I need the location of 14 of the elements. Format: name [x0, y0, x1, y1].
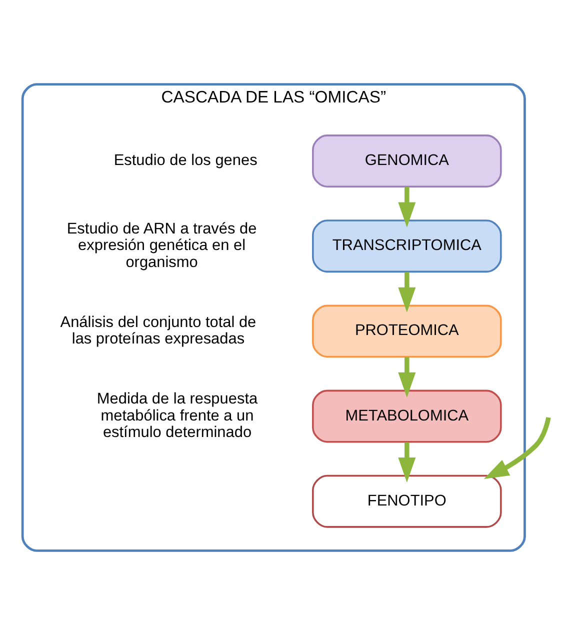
- node-box: METABOLOMICA: [312, 389, 502, 442]
- arrow: [484, 416, 551, 478]
- node-label: Estudio de los genes: [114, 152, 258, 169]
- arrow: [398, 272, 416, 312]
- node-label: Estudio de ARN a través de expresión genética en el organismo: [66, 220, 257, 270]
- arrow: [398, 442, 416, 482]
- arrow: [398, 186, 416, 227]
- node-label: Medida de la respuesta metabólica frente a un estímulo determinado: [96, 390, 258, 440]
- node-box: TRANSCRIPTOMICA: [312, 219, 502, 272]
- arrow: [398, 356, 416, 397]
- node-box: FENOTIPO: [312, 474, 502, 528]
- node-label: Análisis del conjunto total de las proteínas expresadas: [60, 313, 256, 348]
- node-box: GENOMICA: [312, 134, 502, 187]
- node-box: PROTEOMICA: [312, 304, 502, 358]
